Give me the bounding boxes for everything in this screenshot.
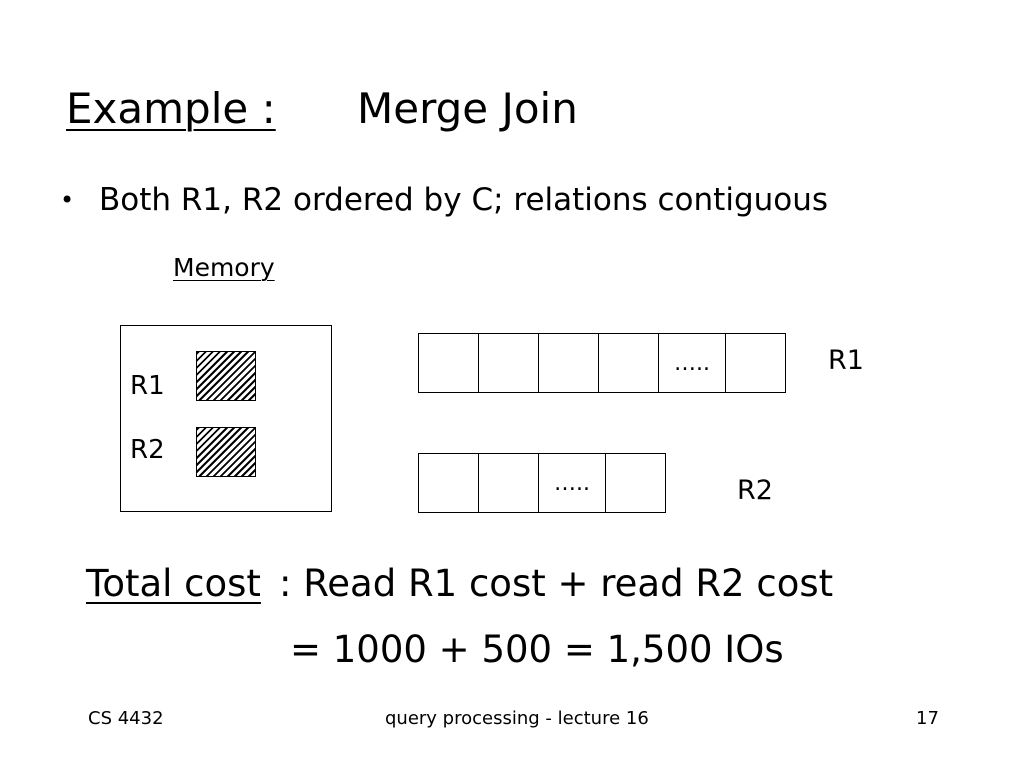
r2-relation-label: R2 [737, 475, 773, 506]
r1-block [419, 334, 479, 392]
r1-block-ellipsis: ….. [659, 334, 726, 392]
bullet-text: Both R1, R2 ordered by C; relations cont… [99, 182, 829, 218]
memory-row-label-r2: R2 [130, 435, 165, 465]
memory-box [120, 325, 332, 512]
r1-block [599, 334, 659, 392]
total-cost-label: Total cost [86, 562, 261, 605]
r1-block-strip: ….. [418, 333, 786, 393]
footer-course: CS 4432 [88, 708, 164, 729]
r1-block [479, 334, 539, 392]
memory-label: Memory [173, 253, 275, 282]
memory-buffer-r1 [196, 351, 256, 401]
r2-block-ellipsis: ….. [539, 454, 606, 512]
memory-row-label-r1: R1 [130, 371, 165, 401]
r1-relation-label: R1 [828, 345, 864, 376]
r2-block [479, 454, 539, 512]
bullet-marker: • [60, 186, 75, 214]
title-main: Merge Join [357, 84, 578, 133]
r2-block [606, 454, 666, 512]
r1-block [539, 334, 599, 392]
memory-buffer-r2 [196, 427, 256, 477]
total-cost-result: = 1000 + 500 = 1,500 IOs [290, 628, 784, 671]
r2-block [419, 454, 479, 512]
r2-block-strip: ….. [418, 453, 666, 513]
r1-block [726, 334, 786, 392]
total-cost-formula: : Read R1 cost + read R2 cost [279, 562, 834, 605]
title-prefix: Example : [66, 84, 276, 133]
footer-lecture-title: query processing - lecture 16 [385, 708, 649, 729]
footer-page-number: 17 [916, 708, 939, 729]
